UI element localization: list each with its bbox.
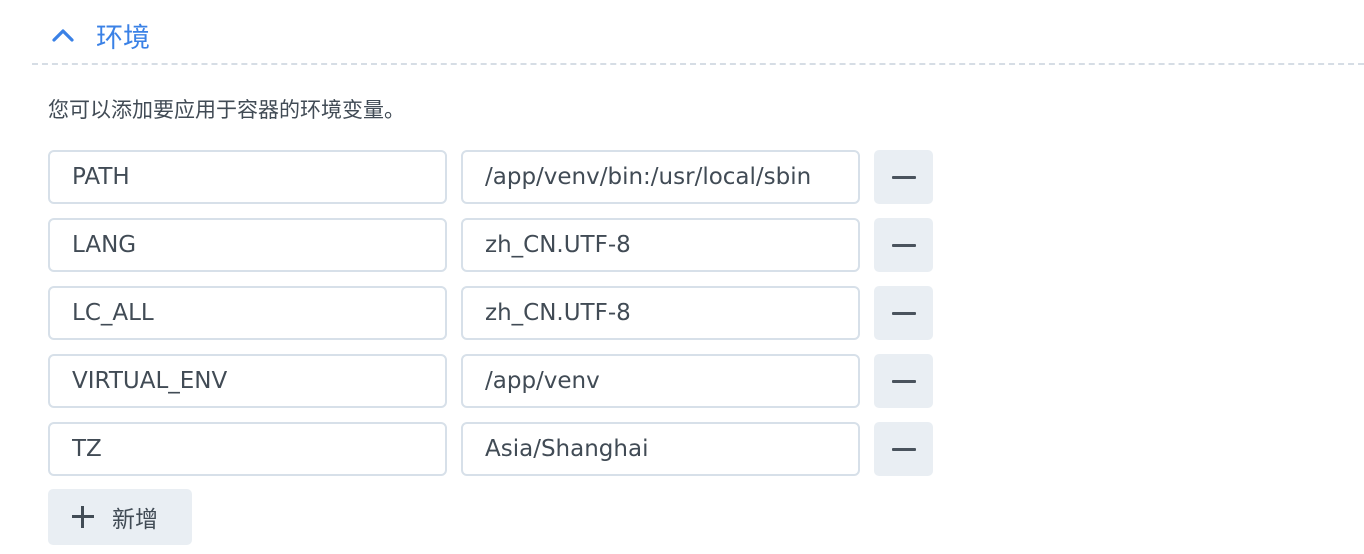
divider (32, 63, 1364, 65)
minus-icon (891, 379, 916, 383)
env-var-row: VIRTUAL_ENV /app/venv (48, 354, 933, 408)
plus-icon (70, 504, 96, 530)
env-var-name-input[interactable]: PATH (48, 150, 447, 204)
env-var-name-text: VIRTUAL_ENV (72, 368, 228, 394)
minus-icon (891, 447, 916, 451)
env-var-name-input[interactable]: LC_ALL (48, 286, 447, 340)
env-var-name-input[interactable]: TZ (48, 422, 447, 476)
minus-icon (891, 311, 916, 315)
env-var-value-input[interactable]: /app/venv (461, 354, 860, 408)
remove-variable-button[interactable] (874, 150, 933, 204)
minus-icon (891, 243, 916, 247)
add-variable-button[interactable]: 新增 (48, 489, 192, 545)
env-var-value-text: zh_CN.UTF-8 (485, 232, 631, 258)
env-var-value-text: Asia/Shanghai (485, 436, 649, 462)
env-var-value-text: zh_CN.UTF-8 (485, 300, 631, 326)
env-var-value-input[interactable]: Asia/Shanghai (461, 422, 860, 476)
remove-variable-button[interactable] (874, 422, 933, 476)
env-var-name-text: PATH (72, 164, 130, 190)
env-var-row: TZ Asia/Shanghai (48, 422, 933, 476)
env-var-value-input[interactable]: zh_CN.UTF-8 (461, 286, 860, 340)
env-var-value-input[interactable]: /app/venv/bin:/usr/local/sbin (461, 150, 860, 204)
env-var-name-text: LANG (72, 232, 137, 258)
env-var-value-text: /app/venv (485, 368, 600, 394)
section-title: 环境 (96, 22, 150, 53)
section-description: 您可以添加要应用于容器的环境变量。 (48, 99, 405, 122)
env-var-name-text: TZ (72, 436, 102, 462)
env-var-name-text: LC_ALL (72, 300, 154, 326)
remove-variable-button[interactable] (874, 354, 933, 408)
env-var-name-input[interactable]: VIRTUAL_ENV (48, 354, 447, 408)
add-button-label: 新增 (112, 506, 158, 532)
remove-variable-button[interactable] (874, 218, 933, 272)
remove-variable-button[interactable] (874, 286, 933, 340)
minus-icon (891, 175, 916, 179)
env-var-row: PATH /app/venv/bin:/usr/local/sbin (48, 150, 933, 204)
env-var-row: LC_ALL zh_CN.UTF-8 (48, 286, 933, 340)
env-var-value-text: /app/venv/bin:/usr/local/sbin (485, 164, 812, 190)
env-var-value-input[interactable]: zh_CN.UTF-8 (461, 218, 860, 272)
section-header-environment[interactable]: 环境 (50, 14, 150, 56)
chevron-up-icon (50, 22, 76, 48)
env-var-row: LANG zh_CN.UTF-8 (48, 218, 933, 272)
env-var-name-input[interactable]: LANG (48, 218, 447, 272)
